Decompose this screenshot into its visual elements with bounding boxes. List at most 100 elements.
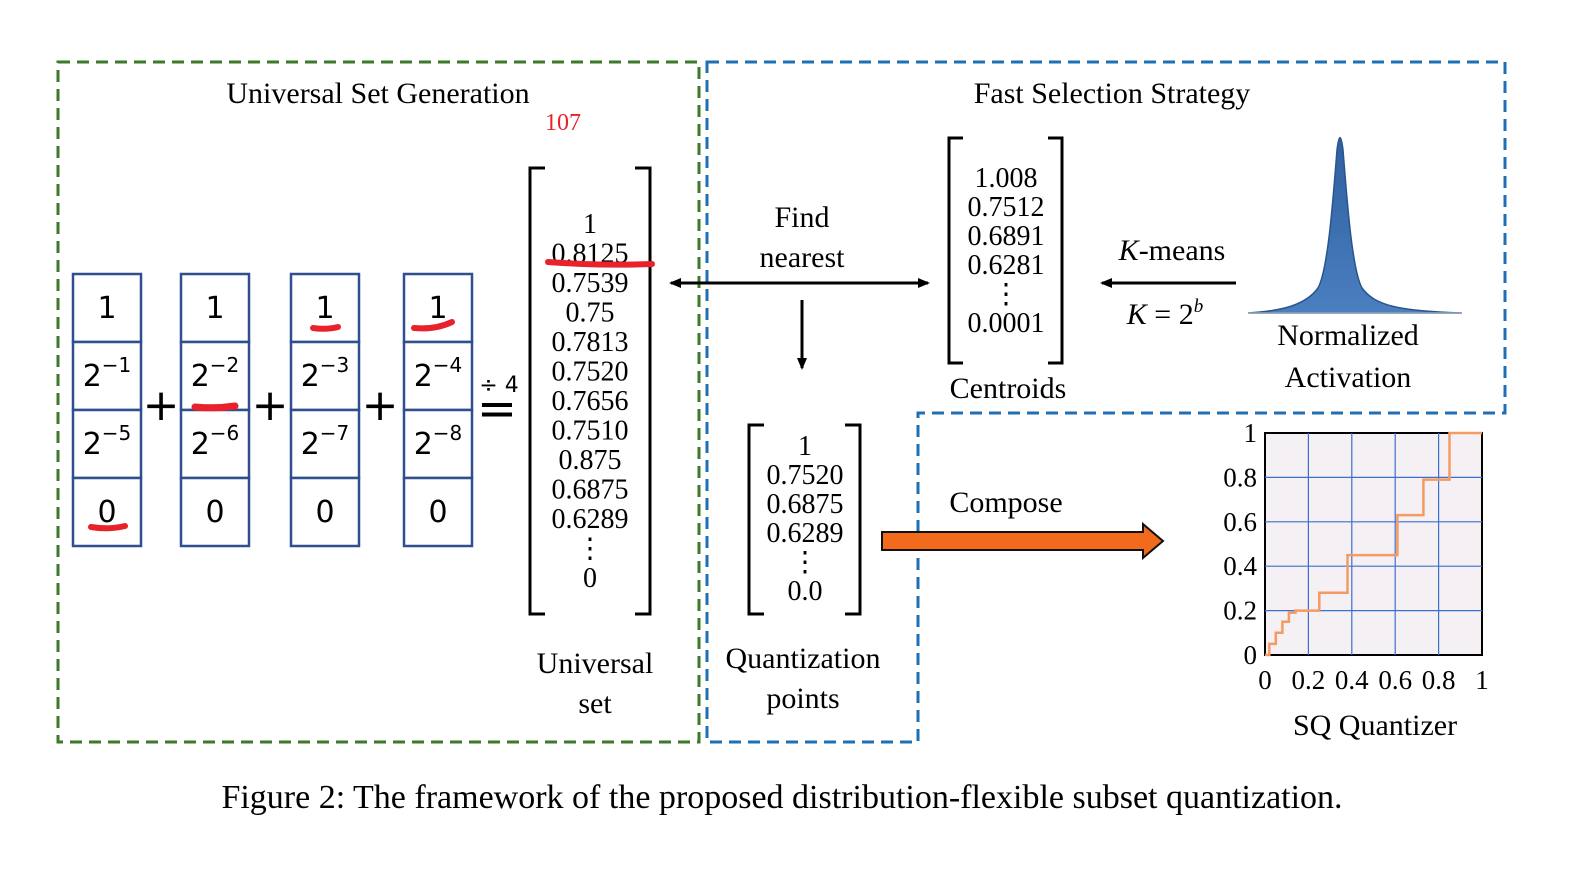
column-3-cell-2 [289, 340, 361, 412]
column-1-cell-4-value: 0 [97, 495, 116, 530]
find-nearest-line1: Find [774, 201, 829, 234]
column-2-cell-3-value: 2−6 [191, 421, 240, 462]
column-1-cell-3 [71, 408, 143, 480]
fast-selection-border [705, 60, 1507, 744]
sq-y-tick-label: 0.4 [1223, 551, 1257, 581]
sq-x-tick-label: 0.8 [1422, 665, 1456, 695]
activation-label-line2: Activation [1285, 361, 1412, 394]
universal-set-value-9: 0.875 [559, 445, 622, 476]
column-4-cell-2 [402, 340, 474, 412]
sq-y-tick-label: 0.8 [1223, 462, 1257, 492]
quantization-point-value-6: 0.0 [788, 576, 823, 607]
column-3-cell-3 [289, 408, 361, 480]
k-equals-formula: K = 2b [1126, 296, 1203, 331]
fast-selection-strategy-title: Fast Selection Strategy [974, 77, 1251, 110]
universal-set-value-4: 0.75 [566, 298, 615, 329]
sq-quantizer-title: SQ Quantizer [1293, 709, 1457, 742]
universal-set-brackets [528, 166, 652, 616]
sq-y-tick-label: 0 [1244, 640, 1258, 670]
universal-set-generation-border [56, 60, 701, 744]
column-3-cell-1-value: 1 [315, 291, 334, 326]
quantization-points-label-line2: points [766, 682, 839, 715]
universal-set-value-13: 0 [583, 563, 597, 594]
compose-arrow [881, 521, 1165, 561]
plus-operator-3: + [362, 380, 399, 431]
quantization-point-value-2: 0.7520 [767, 460, 844, 491]
column-4-cell-4-value: 0 [428, 495, 447, 530]
universal-set-value-11: 0.6289 [552, 504, 629, 535]
centroids-brackets [947, 136, 1064, 365]
sq-y-tick-label: 0.2 [1223, 596, 1257, 626]
universal-set-value-8: 0.7510 [552, 416, 629, 447]
highlight-mark-col2-exp [191, 402, 239, 412]
equals-operator: = [477, 381, 517, 437]
centroid-value-4: 0.6281 [968, 250, 1045, 281]
sq-x-tick-label: 0.4 [1335, 665, 1369, 695]
column-4-cell-3-value: 2−8 [414, 421, 463, 462]
universal-set-value-12: ⋮ [576, 534, 604, 565]
column-1-cell-1-value: 1 [97, 291, 116, 326]
column-3-cell-4 [289, 476, 361, 548]
column-3-cell-3-value: 2−7 [301, 421, 350, 462]
universal-set-value-3: 0.7539 [552, 268, 629, 299]
compose-label: Compose [949, 486, 1062, 519]
column-1-cell-4 [71, 476, 143, 548]
annotation-count: 107 [545, 110, 581, 136]
sq-x-tick-label: 0.2 [1292, 665, 1326, 695]
quantization-point-value-1: 1 [798, 431, 812, 462]
column-2-cell-4-value: 0 [205, 495, 224, 530]
column-1-cell-3-value: 2−5 [83, 421, 132, 462]
column-4-cell-1 [402, 272, 474, 344]
universal-set-values: 10.81250.75390.750.78130.75200.76560.751… [552, 209, 629, 594]
column-1-cell-2 [71, 340, 143, 412]
sq-chart-plot-area [1264, 432, 1483, 656]
sq-x-tick-label: 0.6 [1378, 665, 1412, 695]
universal-set-value-7: 0.7656 [552, 386, 629, 417]
centroid-value-1: 1.008 [975, 163, 1038, 194]
sq-x-tick-label: 0 [1258, 665, 1272, 695]
universal-set-value-6: 0.7520 [552, 357, 629, 388]
sq-quantizer-step-line [1265, 431, 1482, 657]
kmeans-label: K-means [1118, 234, 1226, 267]
column-4-cell-4 [402, 476, 474, 548]
universal-set-value-5: 0.7813 [552, 327, 629, 358]
column-1-cell-1 [71, 272, 143, 344]
highlight-mark-col4-one [411, 319, 455, 332]
figure-caption: Figure 2: The framework of the proposed … [221, 779, 1342, 816]
sq-quantizer-chart: 00 0.2 0.2 0.4 0.4 0.6 0.6 0.8 0.8 1 1 SQ Quantize… [1223, 418, 1489, 742]
quantization-points-label-line1: Quantization [726, 642, 881, 675]
column-4-cell-1-value: 1 [428, 291, 447, 326]
column-4-cell-2-value: 2−4 [414, 353, 463, 394]
sq-x-tick-label: 1 [1475, 665, 1489, 695]
quantization-points-brackets [747, 423, 862, 616]
sq-y-tick-label: 1 [1244, 418, 1258, 448]
column-3-cell-2-value: 2−3 [301, 353, 350, 394]
quantization-point-value-4: 0.6289 [767, 518, 844, 549]
universal-set-generation-title: Universal Set Generation [226, 77, 529, 110]
universal-set-label-line2: set [578, 687, 612, 720]
universal-set-value-1: 1 [583, 209, 597, 240]
sq-y-tick-label: 0.6 [1223, 507, 1257, 537]
column-2-cell-1-value: 1 [205, 291, 224, 326]
column-1-cell-2-value: 2−1 [83, 353, 132, 394]
highlight-mark-col3-one [310, 324, 341, 332]
column-3-cell-4-value: 0 [315, 495, 334, 530]
centroid-value-5: ⋮ [992, 279, 1020, 310]
centroids-label: Centroids [950, 372, 1067, 405]
find-nearest-line2: nearest [760, 241, 846, 274]
plus-operator-1: + [143, 380, 180, 431]
centroid-value-6: 0.0001 [968, 308, 1045, 339]
sq-chart-ticks: 00 0.2 0.2 0.4 0.4 0.6 0.6 0.8 0.8 1 1 [1223, 418, 1489, 695]
column-2-cell-4 [179, 476, 251, 548]
highlight-mark-08125 [545, 259, 655, 268]
universal-set-label-line1: Universal [537, 647, 654, 680]
activation-label-line1: Normalized [1277, 319, 1419, 352]
universal-set-value-10: 0.6875 [552, 475, 629, 506]
centroid-value-2: 0.7512 [968, 192, 1045, 223]
quantization-point-value-3: 0.6875 [767, 489, 844, 520]
centroid-value-3: 0.6891 [968, 221, 1045, 252]
